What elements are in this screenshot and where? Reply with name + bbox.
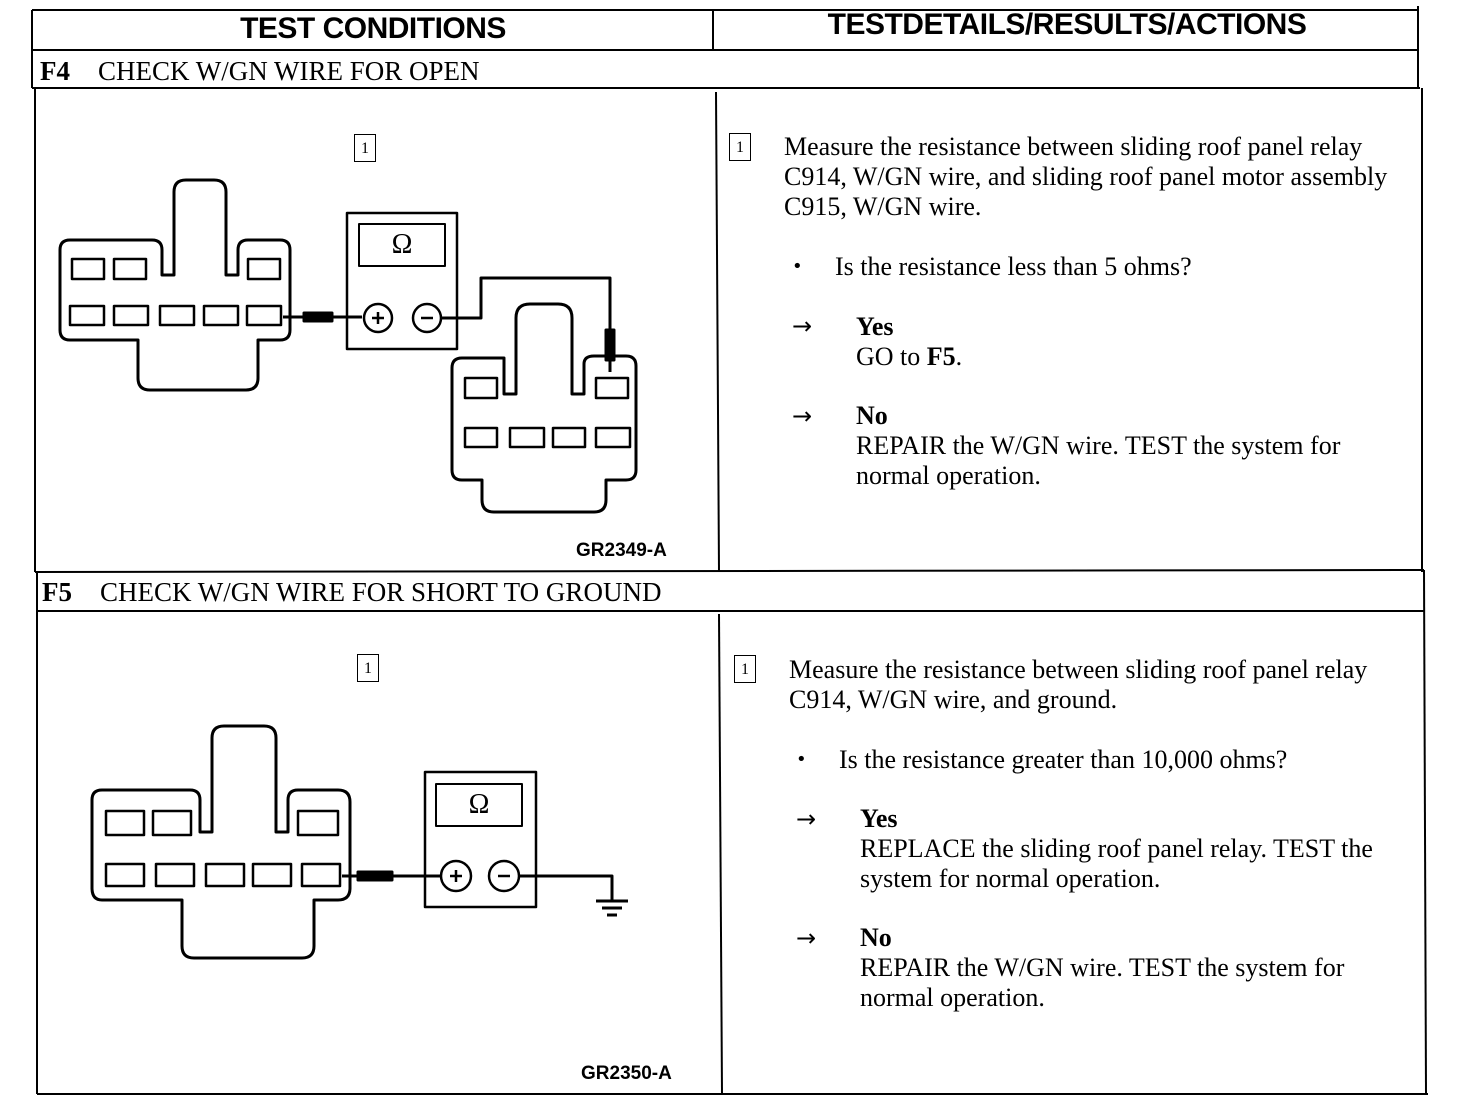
f4-no-label: No — [856, 401, 888, 430]
f4-meter-symbol: Ω — [391, 229, 413, 260]
f4-step-title: CHECK W/GN WIRE FOR OPEN — [98, 56, 480, 86]
f5-no-action: REPAIR the W/GN wire. TEST the system fo… — [860, 953, 1345, 1012]
f5-question: Is the resistance greater than 10,000 oh… — [839, 745, 1288, 774]
f5-step-id: F5 — [42, 577, 72, 607]
f5-no-arrow: → — [796, 924, 817, 952]
f4-yes-arrow: → — [792, 312, 813, 340]
f4-question: Is the resistance less than 5 ohms? — [835, 252, 1192, 281]
f4-no-action: REPAIR the W/GN wire. TEST the system fo… — [856, 431, 1341, 490]
ground-symbol — [596, 899, 628, 917]
f4-no-arrow: → — [792, 402, 813, 430]
header-test-conditions: TEST CONDITIONS — [240, 12, 506, 45]
f4-motor-connector — [450, 302, 638, 514]
f5-relay-connector — [90, 724, 352, 960]
f5-figure-step-box: 1 — [357, 654, 379, 682]
f5-section-title: F5 CHECK W/GN WIRE FOR SHORT TO GROUND — [42, 577, 661, 608]
f5-yes-arrow: → — [796, 805, 817, 833]
f5-yes-label: Yes — [860, 804, 898, 833]
f4-meter-positive-terminal — [362, 302, 394, 334]
header-test-details: TESTDETAILS/RESULTS/ACTIONS — [827, 8, 1307, 41]
f4-instruction: Measure the resistance between sliding r… — [784, 132, 1388, 221]
f5-diagram — [90, 724, 628, 960]
f5-yes-action: REPLACE the sliding roof panel relay. TE… — [860, 834, 1373, 893]
f5-figure-id: GR2350-A — [581, 1063, 672, 1084]
f4-step-id: F4 — [40, 56, 70, 86]
f4-bullet: • — [792, 256, 803, 277]
f5-step-title: CHECK W/GN WIRE FOR SHORT TO GROUND — [100, 577, 662, 607]
f5-instruction: Measure the resistance between sliding r… — [789, 655, 1368, 714]
f4-section-title: F4 CHECK W/GN WIRE FOR OPEN — [40, 56, 480, 87]
f4-figure-id: GR2349-A — [576, 540, 667, 561]
f5-meter-symbol: Ω — [468, 789, 490, 820]
f5-step-box: 1 — [734, 655, 756, 683]
f4-step-box: 1 — [729, 133, 751, 161]
f4-diagram — [58, 178, 638, 514]
f4-relay-connector — [58, 178, 292, 392]
f5-bullet: • — [796, 749, 807, 770]
f5-ohmmeter — [423, 770, 538, 909]
f4-yes-target: F5 — [926, 342, 956, 371]
f4-yes-action: GO to F5. — [856, 342, 963, 371]
f4-yes-label: Yes — [856, 312, 894, 341]
f4-figure-step-box: 1 — [354, 134, 376, 162]
f4-ohmmeter — [345, 211, 459, 351]
f5-no-label: No — [860, 923, 892, 952]
f5-meter-positive-terminal — [439, 859, 473, 893]
